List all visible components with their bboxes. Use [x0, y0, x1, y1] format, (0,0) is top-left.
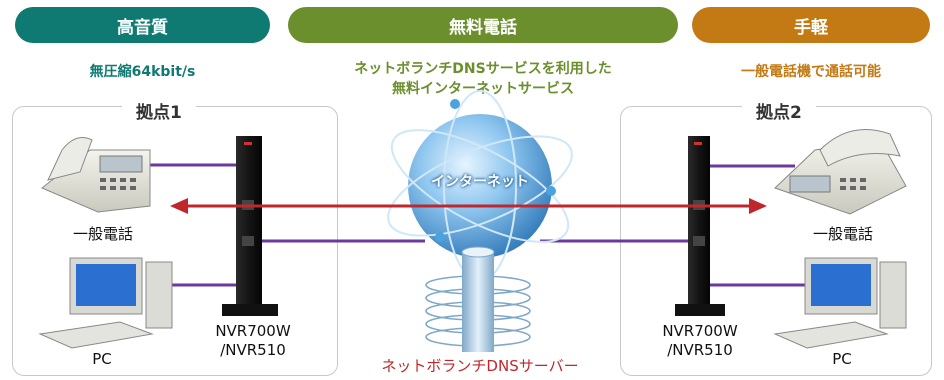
site2-phone-icon [774, 129, 907, 215]
site2-router-label: NVR700W /NVR510 [662, 322, 738, 359]
site1-phone-icon [41, 137, 151, 213]
feature-quality-pill: 高音質 [15, 7, 270, 43]
internet-label: インターネット [431, 174, 529, 190]
feature-quality-title: 高音質 [117, 17, 168, 38]
site1-phone-label: 一般電話 [72, 225, 133, 243]
site1-pc-label: PC [92, 350, 112, 368]
site2-links [540, 164, 805, 287]
internet-globe-icon [387, 90, 573, 282]
site2-pc-icon [773, 257, 907, 349]
site1-router-label: NVR700W /NVR510 [215, 322, 291, 359]
site2-pc-label: PC [832, 350, 852, 368]
site2-title: 拠点2 [742, 98, 816, 123]
feature-free-call-desc: ネットボランチDNSサービスを利用した 無料インターネットサービス [354, 61, 612, 97]
site1-router-icon [222, 136, 278, 316]
site1-title: 拠点1 [122, 98, 196, 123]
site2-phone-label: 一般電話 [812, 225, 873, 243]
site1-pc-icon [38, 257, 173, 349]
site2-router-icon [675, 136, 725, 316]
feature-easy-desc: 一般電話機で通話可能 [741, 64, 881, 80]
feature-quality-desc: 無圧縮64kbit/s [89, 64, 196, 80]
dns-server-icon [425, 246, 531, 352]
feature-easy-title: 手軽 [794, 17, 828, 38]
feature-easy-pill: 手軽 [692, 7, 930, 43]
feature-free-call-title: 無料電話 [449, 17, 517, 38]
feature-free-call-pill: 無料電話 [288, 7, 678, 43]
call-arrow [170, 198, 767, 214]
dns-server-label: ネットボランチDNSサーバー [381, 357, 579, 375]
site1-links [150, 163, 425, 287]
